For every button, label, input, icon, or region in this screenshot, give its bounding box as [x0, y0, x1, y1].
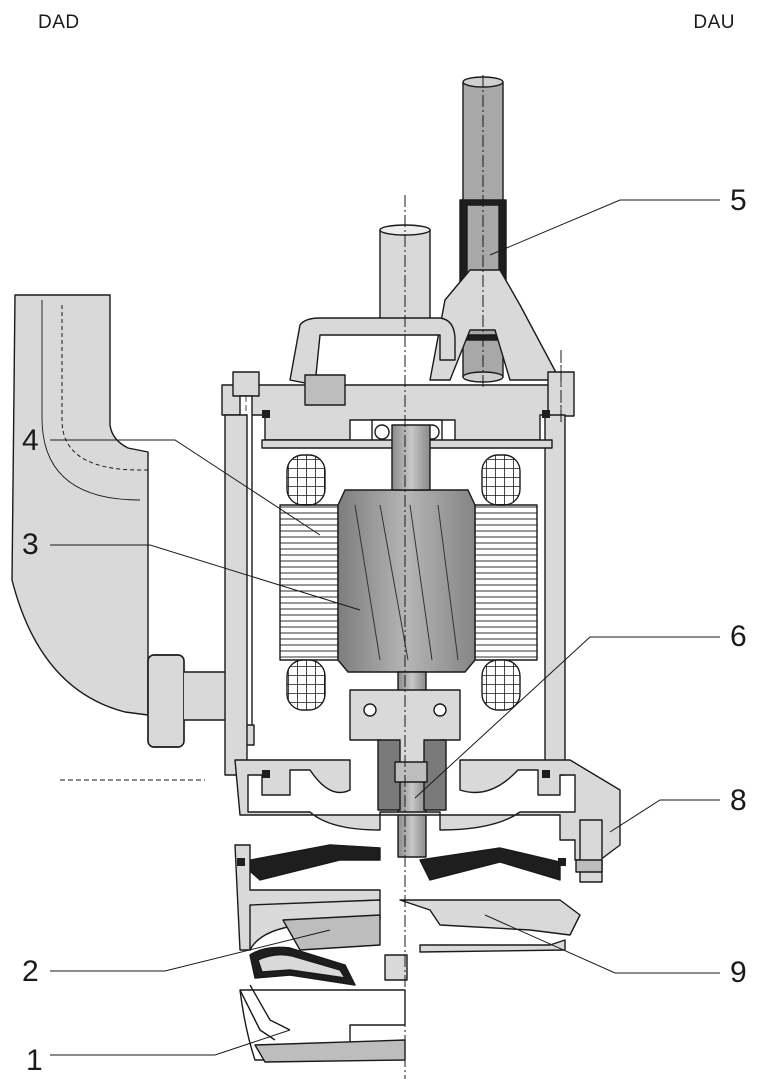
- callout-6: 6: [730, 620, 747, 653]
- impeller: [249, 914, 408, 986]
- lifting-handle: [289, 317, 456, 386]
- center-lines: [404, 75, 562, 1079]
- callout-9: 9: [730, 956, 747, 989]
- discharge-elbow: [11, 294, 239, 781]
- left-variant-label: DAD: [38, 12, 80, 33]
- callout-5: 5: [730, 184, 747, 217]
- mechanical-seal: [377, 739, 447, 811]
- callout-8: 8: [730, 784, 747, 817]
- o-rings: [237, 410, 566, 866]
- rail-bracket: [429, 269, 561, 381]
- stator-winding-right: [474, 454, 538, 711]
- callout-2: 2: [22, 955, 39, 988]
- oil-chamber-casing: [234, 759, 621, 883]
- callout-3: 3: [22, 528, 39, 561]
- suction-cover: [239, 984, 406, 1063]
- leader-lines: [50, 199, 720, 1056]
- callout-4: 4: [22, 424, 39, 457]
- rotor: [337, 489, 476, 673]
- callout-1: 1: [26, 1044, 43, 1077]
- stator-winding-left: [279, 454, 339, 711]
- right-variant-label: DAU: [693, 12, 735, 33]
- volute-top: [239, 844, 561, 881]
- motor-top-cover: [221, 374, 561, 445]
